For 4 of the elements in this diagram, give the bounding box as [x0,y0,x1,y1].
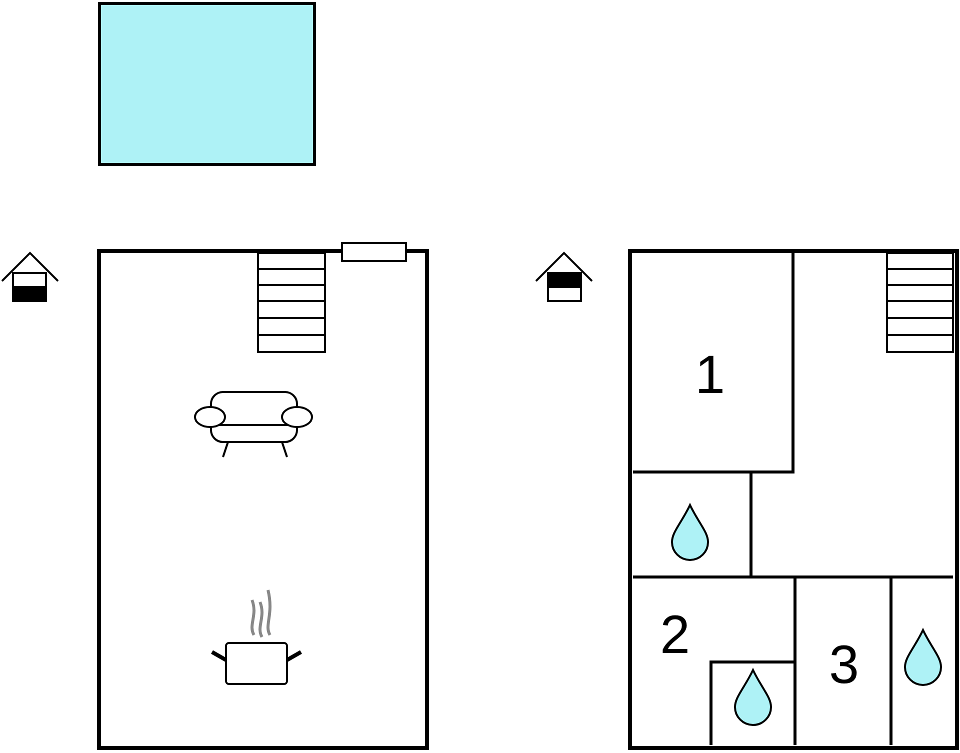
room-number: 3 [828,638,860,692]
room-number: 1 [694,348,726,402]
room-number: 2 [660,608,690,662]
pool-area [98,2,316,166]
